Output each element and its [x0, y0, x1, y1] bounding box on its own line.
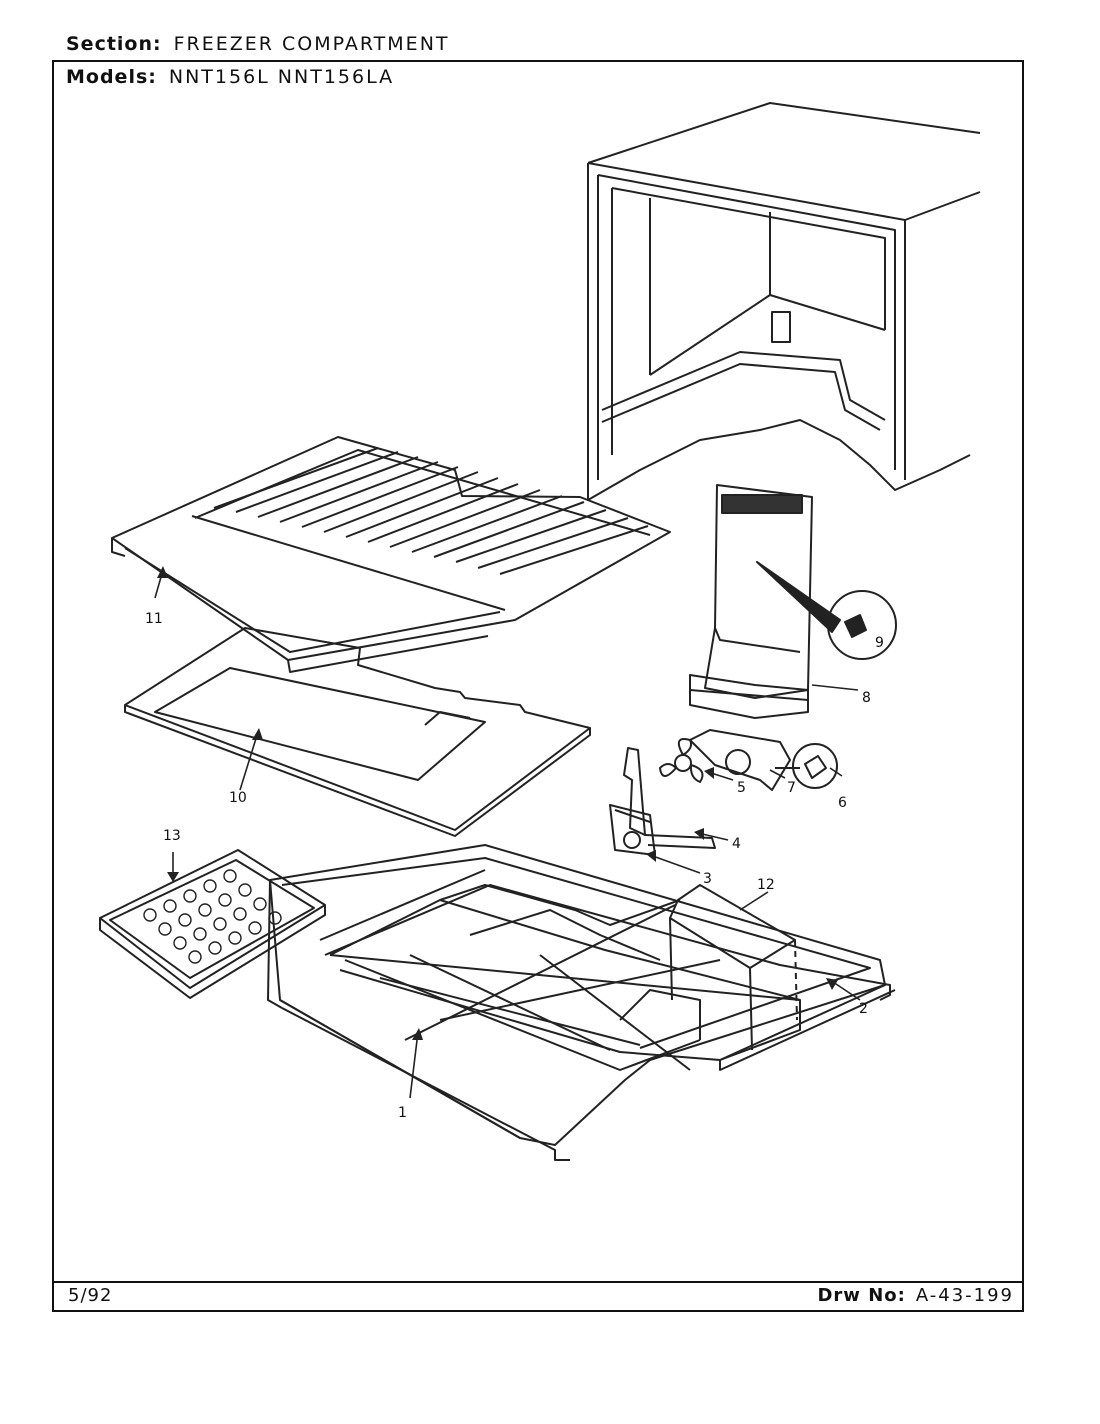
ice-tray-part-13 — [99, 849, 326, 999]
gasket-part-2 — [719, 984, 896, 1071]
diagram-frame — [52, 60, 1024, 1312]
callout-7: 7 — [787, 780, 796, 796]
callout-11: 11 — [145, 611, 163, 627]
callout-3: 3 — [703, 871, 712, 887]
cabinet-illustration — [587, 102, 981, 501]
callout-12: 12 — [757, 877, 775, 893]
screw-detail-part-9 — [756, 561, 897, 660]
callout-6: 6 — [838, 795, 847, 811]
floor-assembly-part-1 — [267, 844, 891, 1161]
duct-part-8 — [689, 484, 813, 719]
models-value: NNT156L NNT156LA — [168, 66, 395, 88]
callout-8: 8 — [862, 690, 871, 706]
liner-part-10 — [124, 627, 591, 837]
callout-13: 13 — [163, 828, 181, 844]
leader-arrowheads — [157, 566, 838, 1040]
drawing-number: Drw No: A-43-199 — [817, 1285, 1014, 1306]
fan-blade-part-5 — [659, 738, 704, 783]
shelf-part-11 — [111, 436, 671, 673]
drawing-value: A-43-199 — [915, 1285, 1014, 1306]
cover-part-12 — [669, 884, 798, 1051]
callout-labels: 1 2 3 4 5 6 7 8 9 10 11 12 13 — [145, 611, 884, 1121]
callout-1: 1 — [398, 1105, 407, 1121]
section-heading: Section: FREEZER COMPARTMENT — [66, 33, 450, 55]
models-label: Models: — [66, 66, 157, 88]
drawing-label: Drw No: — [817, 1285, 906, 1306]
section-label: Section: — [66, 33, 162, 55]
callout-2: 2 — [859, 1001, 868, 1017]
footer-rule — [52, 1281, 1024, 1283]
callout-4: 4 — [732, 836, 741, 852]
section-value: FREEZER COMPARTMENT — [173, 33, 450, 55]
models-heading: Models: NNT156L NNT156LA — [66, 66, 394, 88]
motor-bracket-part-4 — [623, 747, 716, 849]
callout-5: 5 — [737, 780, 746, 796]
revision-date: 5/92 — [68, 1285, 113, 1306]
callout-9: 9 — [875, 635, 884, 651]
grommet-part-6 — [775, 743, 838, 789]
callout-10: 10 — [229, 790, 247, 806]
